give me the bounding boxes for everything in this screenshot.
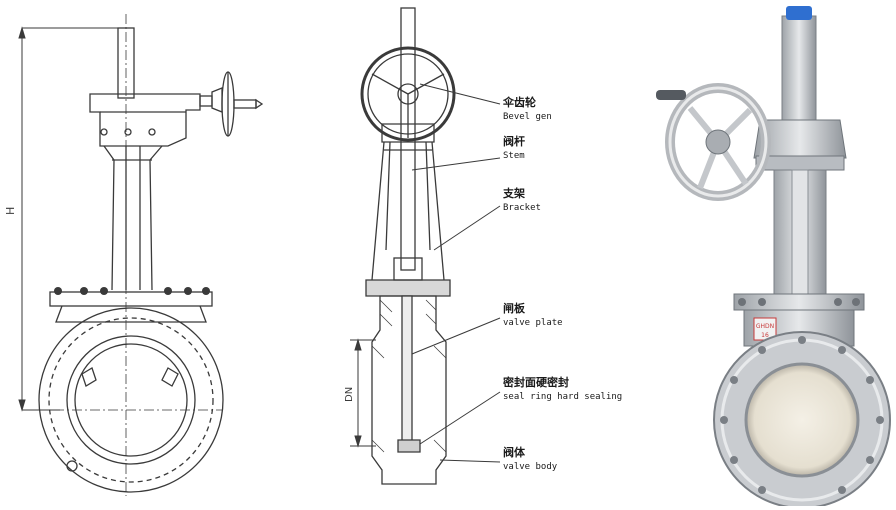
body-flange-outer bbox=[38, 307, 224, 493]
section-bracket bbox=[371, 141, 445, 281]
photo-top-flange bbox=[733, 293, 865, 311]
top-flange bbox=[49, 291, 213, 307]
gearbox bbox=[89, 93, 201, 147]
callout-valve-body-zh: 阀体 bbox=[503, 445, 526, 459]
bracket bbox=[103, 145, 163, 291]
callout-valve-plate-zh: 闸板 bbox=[503, 301, 526, 315]
input-shaft bbox=[199, 95, 213, 107]
callout-seal-ring-zh: 密封面硬密封 bbox=[503, 375, 569, 389]
photo-stem-cap bbox=[786, 6, 812, 20]
photo-flange-bolts bbox=[720, 336, 884, 494]
nominal-diameter-label: DN bbox=[344, 387, 355, 402]
photo-bore bbox=[744, 362, 860, 478]
callout-bevel-gear-zh: 伞齿轮 bbox=[502, 95, 536, 109]
section-body bbox=[371, 295, 447, 485]
body-neck bbox=[55, 305, 207, 323]
gate-plate bbox=[401, 295, 413, 447]
callout-stem-zh: 阀杆 bbox=[503, 134, 525, 148]
dn-dimension bbox=[350, 338, 376, 448]
callout-bracket-en: Bracket bbox=[503, 203, 541, 213]
body-bore bbox=[66, 335, 196, 465]
callout-bracket-zh: 支架 bbox=[502, 186, 525, 200]
front-elevation-drawing bbox=[18, 14, 264, 496]
product-photo: GHDN 16 bbox=[656, 6, 891, 509]
height-dimension bbox=[18, 26, 118, 412]
section-gland bbox=[365, 279, 451, 297]
sectional-drawing bbox=[350, 7, 501, 485]
callout-labels: 伞齿轮 Bevel gen 阀杆 Stem 支架 Bracket 闸板 valv… bbox=[502, 95, 622, 472]
photo-gearbox bbox=[753, 119, 847, 159]
bevel-gear-wheel bbox=[360, 46, 456, 142]
callout-bevel-gear-en: Bevel gen bbox=[503, 112, 552, 122]
callout-leaders bbox=[411, 83, 501, 463]
callout-stem-en: Stem bbox=[503, 151, 525, 161]
photo-handwheel bbox=[656, 83, 771, 201]
callout-seal-ring-en: seal ring hard sealing bbox=[503, 392, 622, 402]
callout-valve-body-en: valve body bbox=[503, 462, 558, 472]
callout-valve-plate-en: valve plate bbox=[503, 318, 563, 328]
seal-ring bbox=[397, 439, 421, 453]
nameplate-line1: GHDN bbox=[756, 323, 774, 330]
nameplate-line2: 16 bbox=[761, 332, 769, 339]
height-label: H bbox=[4, 207, 17, 215]
photo-stem-tube bbox=[781, 15, 817, 125]
